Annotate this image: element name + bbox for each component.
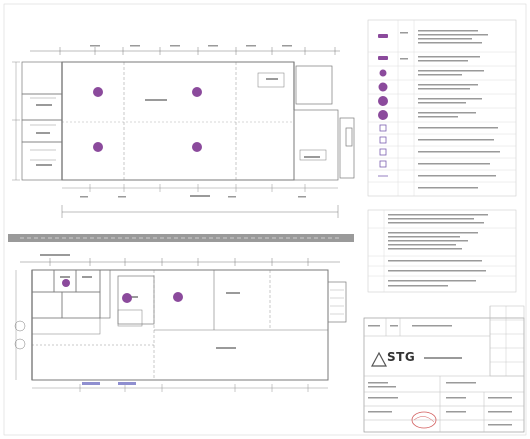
detector-symbol xyxy=(93,87,103,97)
lower-floor-plan xyxy=(14,258,347,392)
company-logo-text: STG xyxy=(387,350,416,364)
upper-plan-detectors xyxy=(93,87,202,152)
upper-floor-plan xyxy=(12,47,355,218)
company-logo-icon xyxy=(370,351,388,367)
title-block xyxy=(363,305,525,433)
detector-symbol xyxy=(93,142,103,152)
notes-panel xyxy=(367,209,517,293)
lower-plan-detectors xyxy=(62,279,183,303)
detector-symbol xyxy=(173,292,183,302)
upper-plan-labels xyxy=(36,45,320,198)
detector-symbol xyxy=(62,279,70,287)
detector-symbol xyxy=(192,142,202,152)
official-stamp xyxy=(411,411,437,429)
detector-symbol xyxy=(122,293,132,303)
sheet-border xyxy=(3,3,527,436)
legend-panel xyxy=(367,19,517,197)
detector-symbol xyxy=(192,87,202,97)
